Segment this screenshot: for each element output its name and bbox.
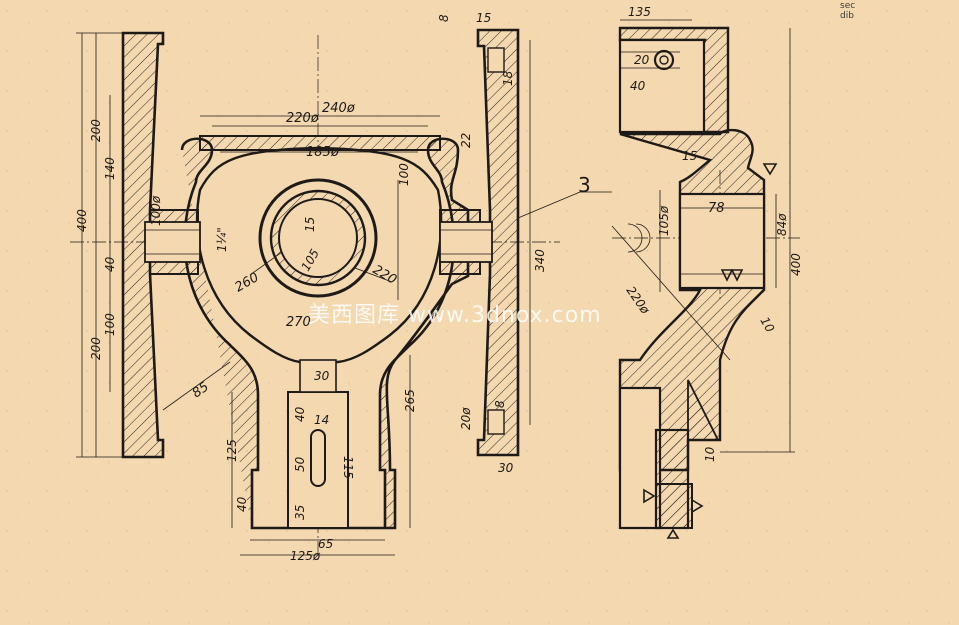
dim-40-foot: 40 xyxy=(235,496,249,512)
side-bore xyxy=(678,192,766,290)
dim-22: 22 xyxy=(459,133,473,148)
dim-10-a: 10 xyxy=(757,315,777,336)
dim-10-b: 10 xyxy=(703,446,717,462)
dim-15-bore: 15 xyxy=(303,217,317,232)
dim-40-side: 40 xyxy=(630,79,646,93)
dim-84-dia: 84ø xyxy=(775,213,789,236)
dim-30-base: 30 xyxy=(314,369,330,383)
dim-100-right: 100 xyxy=(397,163,411,186)
base-slot xyxy=(310,429,326,487)
corner-text-1: sec xyxy=(840,1,855,11)
dim-125-dia: 125ø xyxy=(290,549,321,563)
dim-20-side: 20 xyxy=(634,53,650,67)
dim-30-bottom: 30 xyxy=(498,461,514,475)
dim-thread: 1¼" xyxy=(215,227,229,252)
dim-140: 140 xyxy=(103,157,117,180)
dim-135: 135 xyxy=(628,5,651,19)
reference-number: 3 xyxy=(578,173,591,197)
side-bolt-hole xyxy=(653,49,675,71)
dim-115: 115 xyxy=(341,456,355,479)
dim-125: 125 xyxy=(225,439,239,462)
dim-265: 265 xyxy=(403,389,417,412)
dim-400: 400 xyxy=(75,209,89,232)
dim-185-dia: 185ø xyxy=(306,145,340,160)
front-dimension-labels: 200 140 400 40 100 200 100ø 1¼" 240ø 220… xyxy=(75,11,591,563)
front-section-view xyxy=(70,28,612,560)
dim-65: 65 xyxy=(318,537,333,551)
dim-40: 40 xyxy=(103,256,117,272)
dim-50: 50 xyxy=(293,456,307,472)
right-bushing xyxy=(439,221,493,263)
dim-105-dia-side: 105ø xyxy=(657,205,671,236)
dim-240-dia: 240ø xyxy=(322,101,356,116)
dim-8-top: 8 xyxy=(437,14,451,22)
dim-340: 340 xyxy=(533,249,547,272)
dim-270: 270 xyxy=(286,315,311,330)
dim-220-dia: 220ø xyxy=(286,111,320,126)
dim-20-dia: 20ø xyxy=(459,407,473,430)
side-section-view xyxy=(611,19,800,539)
corner-text-2: dib xyxy=(840,11,854,21)
watermark-text: 美西图库 www.3dnox.com xyxy=(308,303,602,328)
left-bushing xyxy=(144,221,201,263)
dim-14: 14 xyxy=(314,413,329,427)
dim-100-dia: 100ø xyxy=(149,195,163,226)
dim-40-base: 40 xyxy=(293,406,307,422)
bore-hole xyxy=(278,198,358,278)
dim-400-side: 400 xyxy=(789,253,803,276)
dim-8-bottom: 8 xyxy=(493,400,507,408)
dim-100-left: 100 xyxy=(103,313,117,336)
dim-200-bottom: 200 xyxy=(89,337,103,360)
dim-15-side: 15 xyxy=(682,149,697,163)
right-plate xyxy=(476,28,520,457)
dim-200-top: 200 xyxy=(89,119,103,142)
dim-78: 78 xyxy=(708,201,725,216)
dim-18: 18 xyxy=(501,70,515,86)
dim-35: 35 xyxy=(293,505,307,520)
dim-15-top: 15 xyxy=(476,11,491,25)
